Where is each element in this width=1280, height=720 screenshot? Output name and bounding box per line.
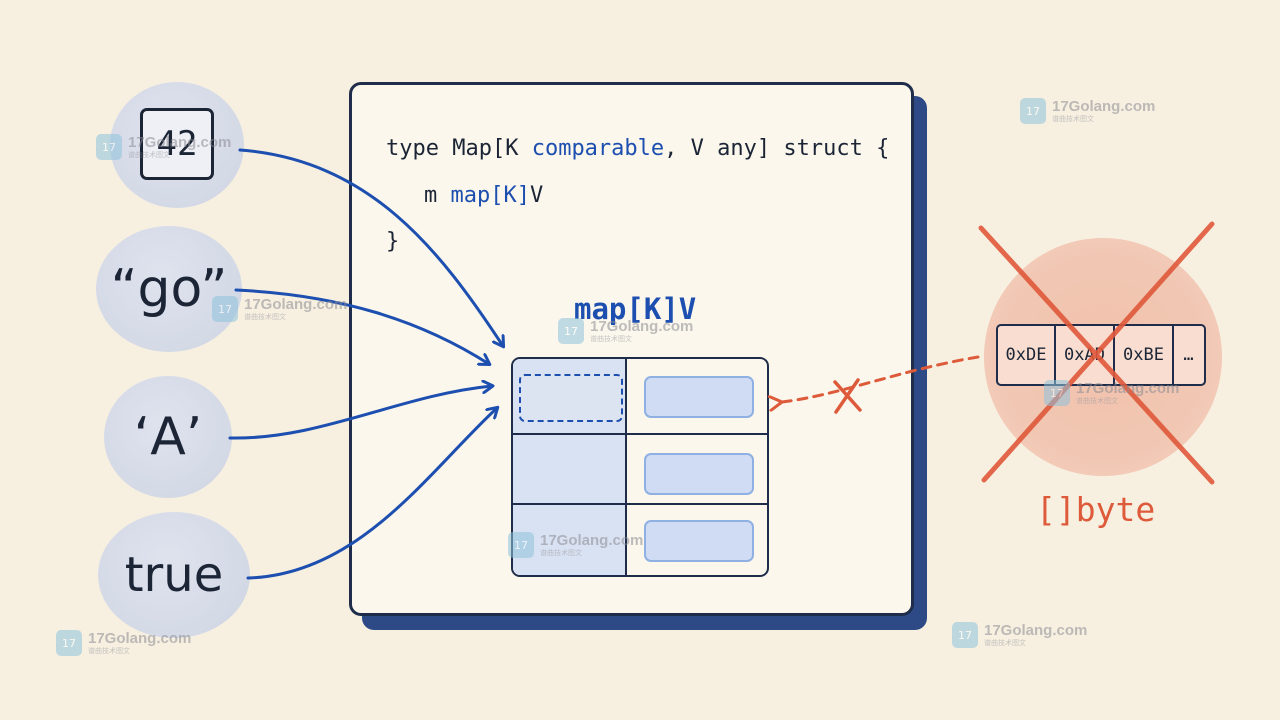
key-slot-placeholder — [519, 374, 623, 422]
watermark-logo-icon: 17 — [96, 134, 122, 160]
watermark-subtext: 谱曲技术图文 — [244, 314, 286, 321]
map-hash-table — [511, 357, 769, 577]
key-rune-label: ‘A’ — [133, 407, 203, 467]
arrow-bool-to-map — [246, 408, 497, 580]
key-bubble-string: “go” — [96, 226, 242, 352]
code-line-3: } — [386, 229, 400, 254]
watermark-text: 17Golang.com — [88, 630, 192, 647]
watermark-logo-icon: 17 — [558, 318, 584, 344]
watermark-logo-icon: 17 — [212, 296, 238, 322]
code-line-2-c: V — [529, 183, 544, 208]
table-cell-value-1 — [627, 359, 767, 435]
code-line-1-c: , V any] struct { — [664, 136, 890, 161]
key-bubble-bool: true — [98, 512, 250, 638]
watermark-logo-icon: 17 — [952, 622, 978, 648]
byte-cell: 0xDE — [998, 326, 1056, 384]
watermark-subtext: 谱曲技术图文 — [1076, 398, 1118, 405]
watermark-subtext: 谱曲技术图文 — [590, 336, 632, 343]
watermark-logo-icon: 17 — [1044, 380, 1070, 406]
watermark-logo-icon: 17 — [508, 532, 534, 558]
reject-small-x-icon — [833, 378, 862, 414]
byte-slice-row: 0xDE 0xAD 0xBE … — [996, 324, 1206, 386]
value-slot-3 — [644, 520, 754, 562]
table-cell-key-2 — [513, 435, 627, 505]
key-string-label: “go” — [110, 259, 228, 319]
code-keyword-map: map[K] — [450, 183, 530, 208]
map-title: map[K]V — [574, 292, 697, 326]
value-slot-2 — [644, 453, 754, 495]
byte-slice-label: []byte — [1036, 490, 1156, 529]
watermark-subtext: 谱曲技术图文 — [128, 152, 170, 159]
watermark-text: 17Golang.com — [540, 532, 644, 549]
arrow-string-to-map — [234, 288, 489, 364]
table-cell-value-2 — [627, 435, 767, 505]
watermark-logo-icon: 17 — [1020, 98, 1046, 124]
arrow-int-to-map — [238, 148, 503, 346]
watermark-text: 17Golang.com — [128, 134, 232, 151]
byte-cell: … — [1183, 345, 1194, 365]
watermark-text: 17Golang.com — [244, 296, 348, 313]
watermark-text: 17Golang.com — [1052, 98, 1156, 115]
arrow-byte-rejected — [782, 355, 980, 402]
key-bubble-rune: ‘A’ — [104, 376, 232, 498]
byte-cell: 0xBE — [1115, 326, 1174, 384]
code-line-1-a: type Map[K — [386, 136, 532, 161]
watermark-subtext: 谱曲技术图文 — [88, 648, 130, 655]
watermark-subtext: 谱曲技术图文 — [540, 550, 582, 557]
arrow-rune-to-map — [228, 386, 492, 440]
code-line-2: m map[K]V — [424, 183, 543, 208]
code-keyword-comparable: comparable — [531, 136, 665, 161]
watermark-subtext: 谱曲技术图文 — [984, 640, 1026, 647]
key-int-box: 42 — [140, 108, 214, 180]
watermark-text: 17Golang.com — [590, 318, 694, 335]
watermark-text: 17Golang.com — [1076, 380, 1180, 397]
watermark-logo-icon: 17 — [56, 630, 82, 656]
reject-big-x-icon — [978, 221, 1215, 485]
value-slot-1 — [644, 376, 754, 418]
code-line-2-a: m — [424, 183, 451, 208]
key-bool-label: true — [124, 547, 224, 603]
watermark-text: 17Golang.com — [984, 622, 1088, 639]
watermark-subtext: 谱曲技术图文 — [1052, 116, 1094, 123]
code-line-1: type Map[K comparable, V any] struct { — [386, 136, 889, 161]
